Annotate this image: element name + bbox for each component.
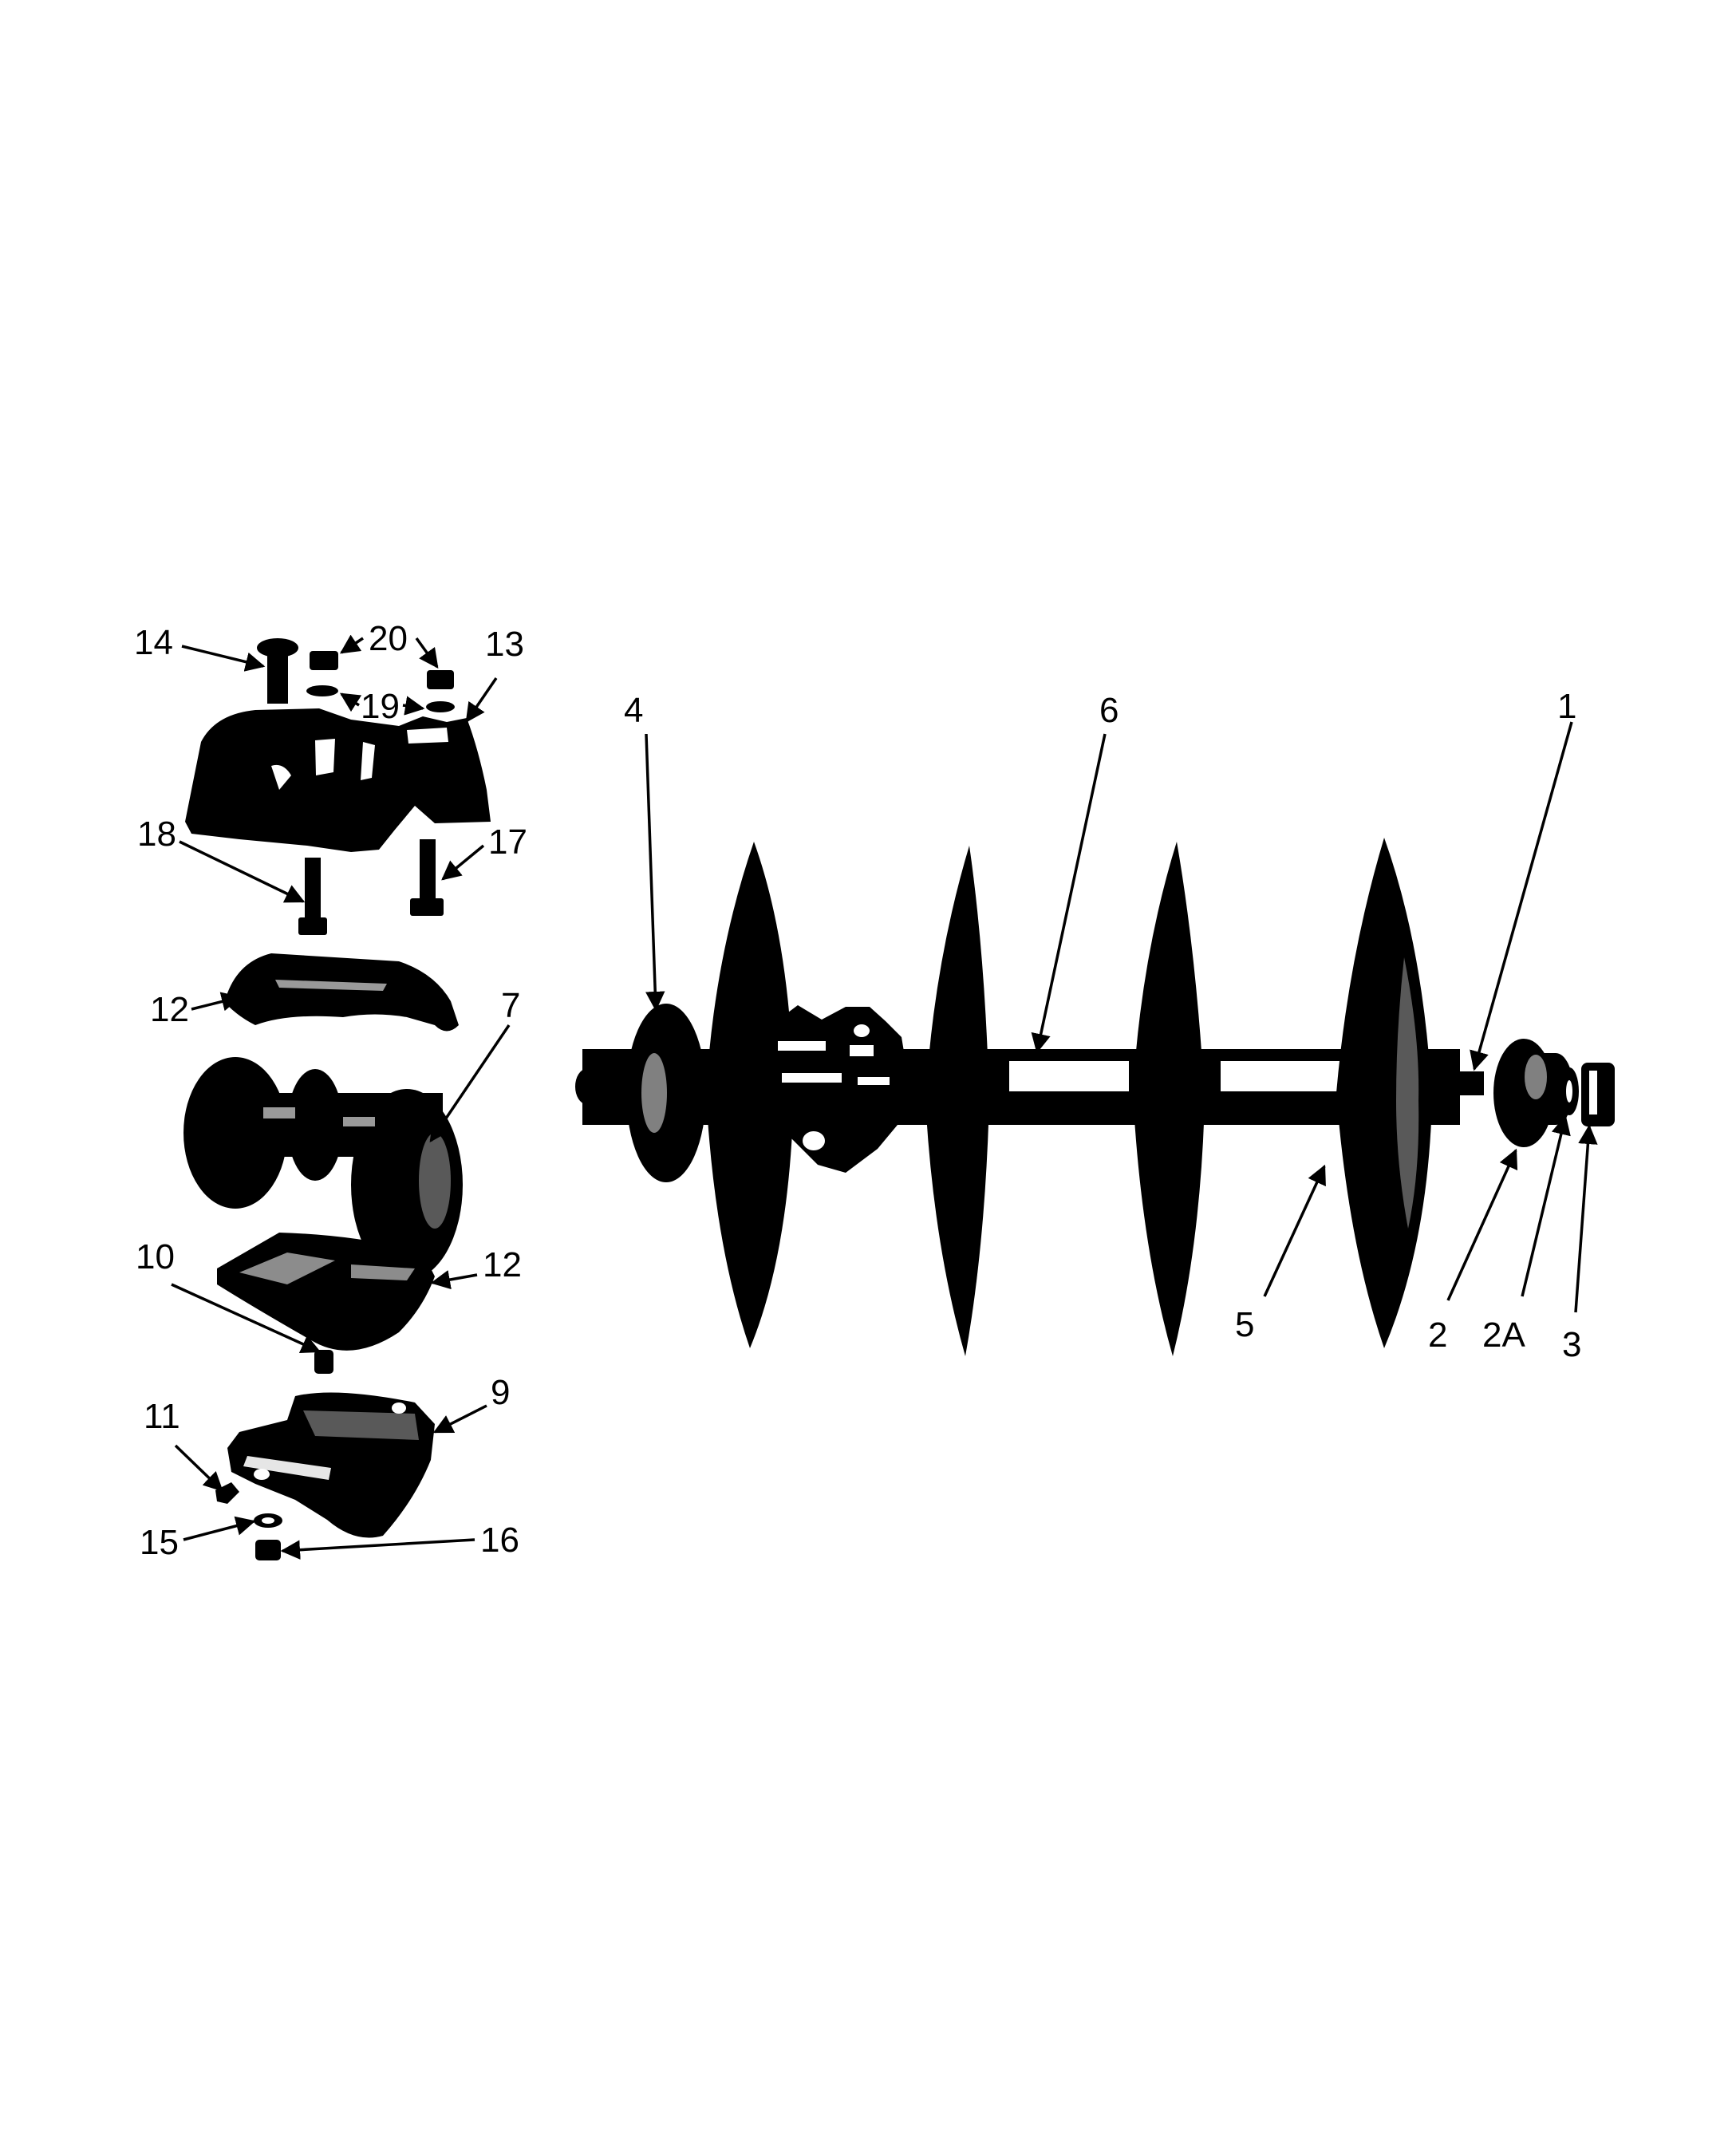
leader-lines xyxy=(171,634,1598,1560)
callout-16: 16 xyxy=(480,1521,519,1560)
callout-15: 15 xyxy=(140,1523,179,1562)
callout-5: 5 xyxy=(1235,1305,1254,1344)
part-13-bracket xyxy=(185,708,491,852)
callout-4: 4 xyxy=(624,691,643,730)
part-11-bolt xyxy=(215,1482,239,1504)
part-10-fitting xyxy=(314,1350,333,1374)
callout-3: 3 xyxy=(1562,1325,1581,1364)
part-2-cap xyxy=(1493,1039,1573,1147)
part-16-nut xyxy=(255,1540,281,1560)
callout-11: 11 xyxy=(144,1397,180,1436)
callout-2: 2 xyxy=(1428,1316,1447,1355)
part-14-bolt xyxy=(257,638,298,704)
part-17-bolt xyxy=(410,839,444,916)
callout-12-upper: 12 xyxy=(150,990,189,1029)
part-2a-washer xyxy=(1560,1067,1579,1115)
callout-19: 19 xyxy=(361,687,400,726)
shaft-bearing-housing xyxy=(734,1005,909,1173)
part-7-roller xyxy=(183,1057,463,1280)
callout-14: 14 xyxy=(134,623,173,662)
callout-1: 1 xyxy=(1557,687,1576,726)
callout-12-lower: 12 xyxy=(483,1245,522,1284)
part-19-washers xyxy=(306,685,455,712)
part-12-lower-bearing xyxy=(217,1233,435,1351)
callout-13: 13 xyxy=(485,625,524,664)
part-20-nuts xyxy=(310,651,454,689)
callout-9: 9 xyxy=(491,1373,510,1412)
part-5-discs xyxy=(706,838,1432,1356)
callout-10: 10 xyxy=(136,1237,175,1276)
part-15-washer xyxy=(254,1513,282,1528)
part-18-bolt xyxy=(298,858,327,935)
callout-7: 7 xyxy=(501,986,520,1025)
callout-6: 6 xyxy=(1099,691,1119,730)
callout-labels: 14 20 19 13 18 17 12 7 12 10 9 11 15 16 … xyxy=(134,619,1581,1562)
part-9-cap xyxy=(227,1392,435,1538)
callout-17: 17 xyxy=(488,823,527,862)
callout-2a: 2A xyxy=(1482,1316,1525,1355)
part-3-nut xyxy=(1581,1063,1615,1126)
part-4-collar xyxy=(626,1004,706,1182)
callout-20: 20 xyxy=(369,619,408,658)
callout-18: 18 xyxy=(137,815,176,854)
part-12-upper-bearing xyxy=(227,953,459,1032)
